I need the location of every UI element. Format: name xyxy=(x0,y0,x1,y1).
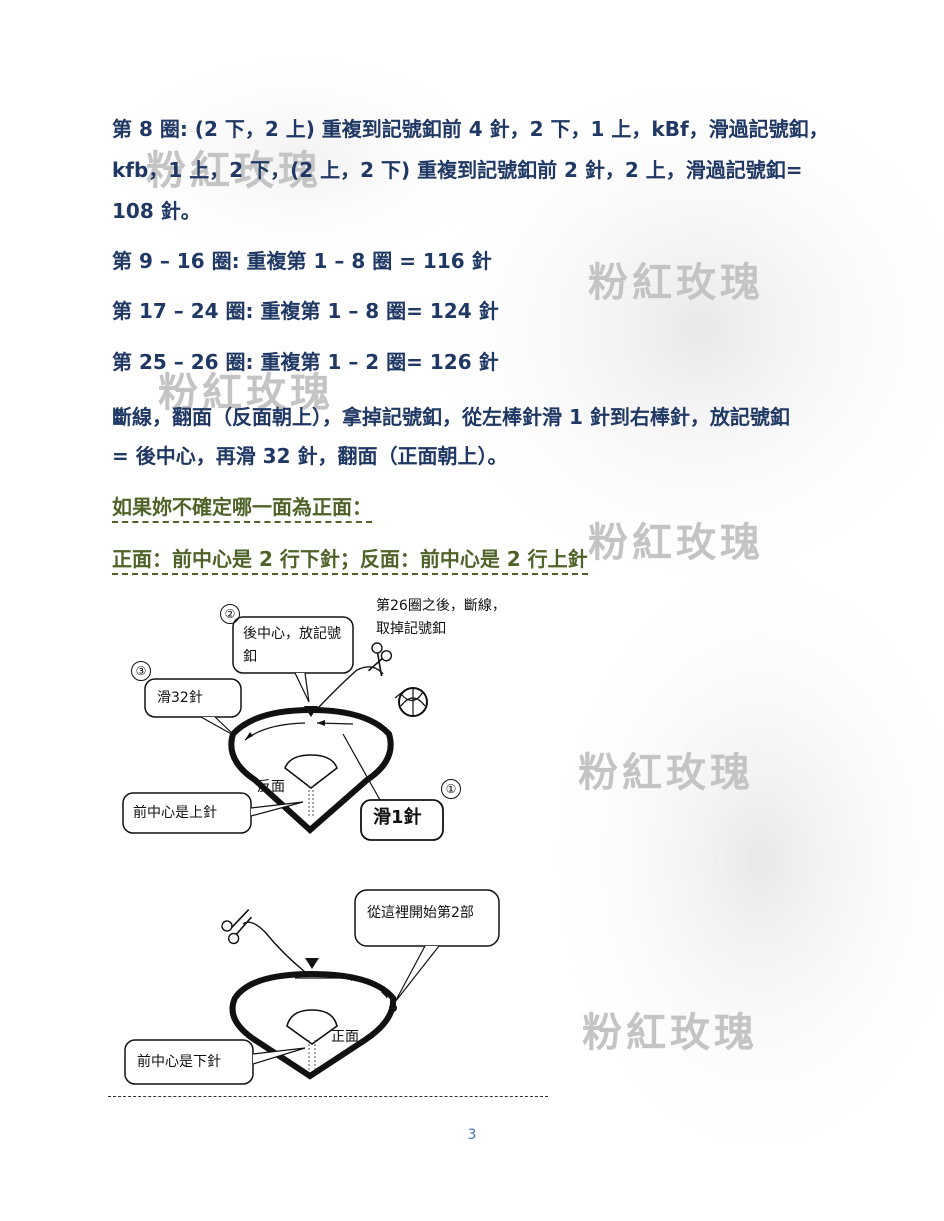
round-8-line-1: 第 8 圈: (2 下，2 上) 重複到記號釦前 4 針，2 下，1 上，kBf… xyxy=(112,117,829,141)
callout-slip32-box xyxy=(144,678,242,718)
watermark: 粉紅玫瑰 xyxy=(582,1010,758,1056)
step-2-marker: ② xyxy=(220,604,240,624)
neck-curve xyxy=(284,754,338,790)
marker-triangle xyxy=(305,958,319,969)
watermark: 粉紅玫瑰 xyxy=(588,260,764,306)
shawl-outline xyxy=(228,706,394,835)
round-17-24: 第 17 – 24 圈: 重複第 1 – 8 圈= 124 針 xyxy=(112,299,499,323)
note-unsure-side: 如果妳不確定哪一面為正面： xyxy=(112,494,372,523)
watermark: 粉紅玫瑰 xyxy=(146,148,322,194)
scissors-icon xyxy=(367,642,393,677)
dashed-divider xyxy=(108,1096,548,1097)
diagram-slip-stitches: ② ③ ① 第26圈之後，斷線， 取掉記號釦 後中心，放記號 釦 滑32針 反面… xyxy=(105,590,550,850)
round-9-16: 第 9 – 16 圈: 重複第 1 – 8 圈 = 116 針 xyxy=(112,249,492,273)
shawl-outline xyxy=(229,970,397,1080)
start-point-dot xyxy=(389,1004,397,1012)
yarn-ball-icon xyxy=(394,687,428,717)
diagram-start-part-2: 從這裡開始第2部 正面 前中心是下針 xyxy=(105,880,550,1090)
label-front-center-purl: 前中心是上針 xyxy=(133,805,217,821)
label-remove-marker: 取掉記號釦 xyxy=(376,621,446,637)
label-wrong-side: 反面 xyxy=(257,779,285,795)
watermark: 粉紅玫瑰 xyxy=(578,750,754,796)
marker-triangle xyxy=(304,706,318,717)
scissors-icon xyxy=(221,909,253,945)
label-slip-1: 滑1針 xyxy=(373,807,422,828)
round-8-line-2: kfb，1 上，2 下，(2 上，2 下) 重複到記號釦前 2 針，2 上，滑過… xyxy=(112,158,803,182)
page-number: 3 xyxy=(467,1127,477,1143)
break-yarn-line-2: = 後中心，再滑 32 針，翻面（正面朝上）。 xyxy=(112,444,508,468)
diagram-2-art xyxy=(105,880,550,1090)
label-after-round-26: 第26圈之後，斷線， xyxy=(376,598,506,614)
label-back-center-2: 釦 xyxy=(243,649,257,665)
neck-curve xyxy=(286,1009,338,1045)
step-1-marker: ① xyxy=(441,779,461,799)
label-slip-32: 滑32針 xyxy=(157,690,203,706)
label-back-center-1: 後中心，放記號 xyxy=(243,626,341,642)
label-right-side: 正面 xyxy=(331,1029,359,1045)
round-25-26: 第 25 – 26 圈: 重複第 1 – 2 圈= 126 針 xyxy=(112,350,499,374)
watermark: 粉紅玫瑰 xyxy=(158,370,334,416)
step-3-marker: ③ xyxy=(131,661,151,681)
label-start-part-2: 從這裡開始第2部 xyxy=(367,905,474,921)
note-side-rule: 正面：前中心是 2 行下針；反面：前中心是 2 行上針 xyxy=(112,546,588,575)
watermark: 粉紅玫瑰 xyxy=(588,520,764,566)
callout-slip1-box xyxy=(360,799,444,841)
round-8-line-3: 108 針。 xyxy=(112,199,201,223)
break-yarn-line-1: 斷線，翻面（反面朝上），拿掉記號釦，從左棒針滑 1 針到右棒針，放記號釦 xyxy=(112,405,790,429)
diagram-1-art xyxy=(105,590,550,850)
label-front-center-knit: 前中心是下針 xyxy=(137,1054,221,1070)
callout-back-center-box xyxy=(232,616,354,674)
